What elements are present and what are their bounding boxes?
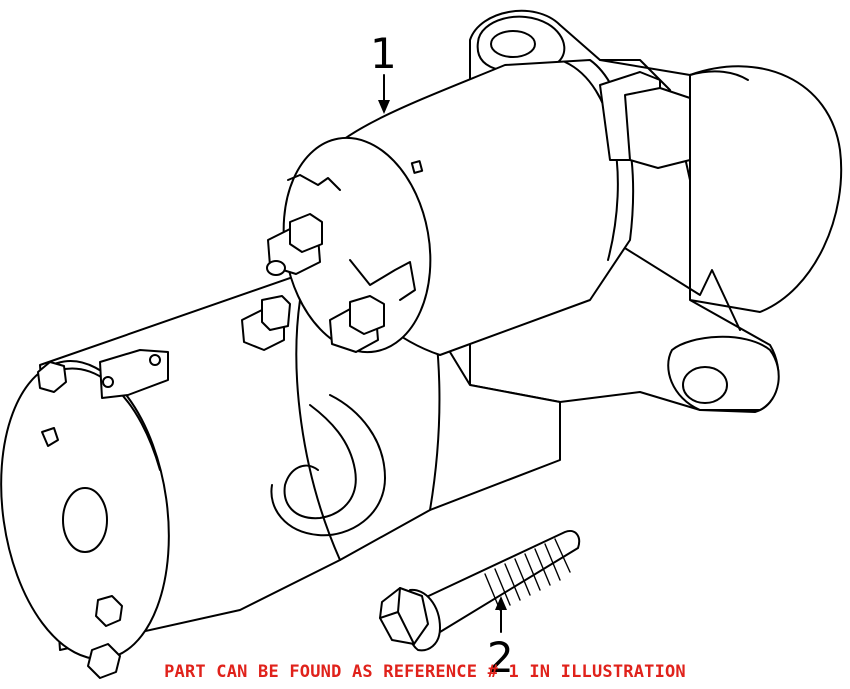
callout-2-label: 2: [487, 633, 514, 682]
through-bolt-bottom: [87, 595, 123, 679]
terminal-motor: [329, 295, 385, 353]
bolt-threads: [484, 538, 571, 611]
starter-motor: [0, 9, 843, 679]
reference-note: PART CAN BE FOUND AS REFERENCE # 1 IN IL…: [164, 662, 686, 682]
callout-1-label: 1: [370, 29, 397, 78]
end-cap-boss: [62, 487, 108, 553]
callout-1-arrowhead: [378, 100, 390, 114]
solenoid-bracket: [287, 174, 341, 191]
solenoid-plunger-2: [624, 87, 691, 169]
through-bolt-top: [37, 361, 67, 447]
terminal-strap: [349, 259, 416, 301]
bracket-rivet: [102, 376, 114, 388]
solenoid-vent: [410, 160, 424, 174]
rear-dome-rim: [689, 70, 749, 81]
field-cable: [283, 404, 357, 520]
mounting-bolt: [379, 530, 581, 652]
terminal-small: [241, 295, 291, 351]
callout-2-arrowhead: [495, 596, 507, 610]
upper-mount-hole: [490, 30, 536, 58]
field-cable-outer: [270, 394, 386, 537]
bracket-rivet: [149, 354, 161, 366]
bolt-hex-head: [379, 587, 429, 645]
terminal-battery: [266, 213, 323, 276]
lower-mount-ear: [667, 335, 780, 411]
lower-mount-hole: [682, 366, 728, 404]
motor-body-seam: [295, 299, 341, 561]
bolt-hex-face: [379, 587, 415, 645]
callout-2: 2: [487, 596, 514, 682]
callout-1: 1: [370, 29, 397, 114]
rear-dome-housing: [689, 65, 843, 313]
